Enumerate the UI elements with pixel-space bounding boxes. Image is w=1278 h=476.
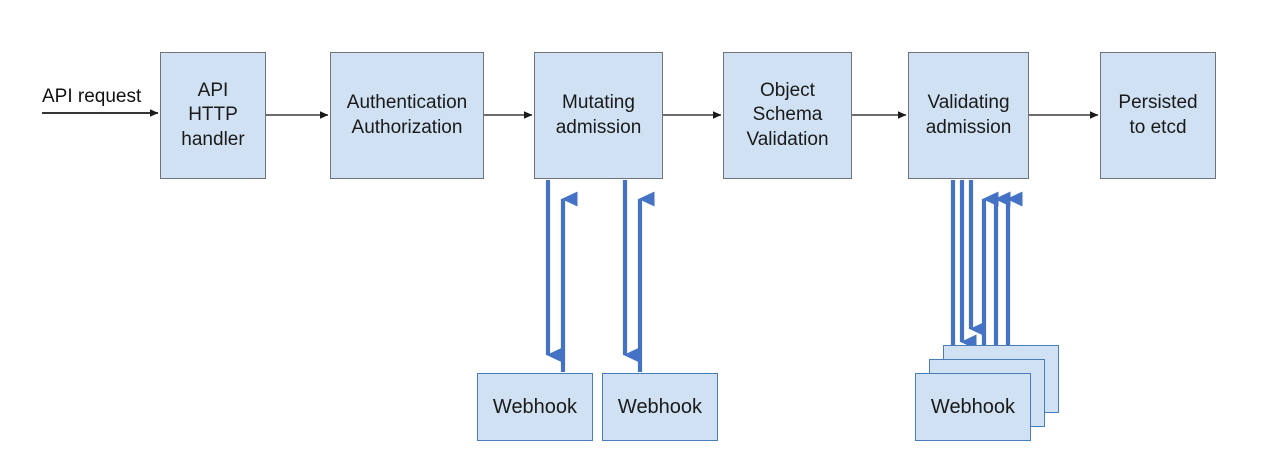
entry-label: API request bbox=[42, 86, 142, 107]
mutating-webhook-box-1[interactable]: Webhook bbox=[477, 373, 593, 441]
stage-object-schema-validation[interactable]: Object Schema Validation bbox=[723, 52, 852, 179]
stage-api-http-handler[interactable]: API HTTP handler bbox=[160, 52, 266, 179]
stage-validating-admission[interactable]: Validating admission bbox=[908, 52, 1029, 179]
stage-mutating-admission[interactable]: Mutating admission bbox=[534, 52, 663, 179]
stage-persisted-to-etcd[interactable]: Persisted to etcd bbox=[1100, 52, 1216, 179]
validating-webhook-box-front[interactable]: Webhook bbox=[915, 373, 1031, 441]
mutating-webhook-box-2[interactable]: Webhook bbox=[602, 373, 718, 441]
stage-authentication-authorization[interactable]: Authentication Authorization bbox=[330, 52, 484, 179]
